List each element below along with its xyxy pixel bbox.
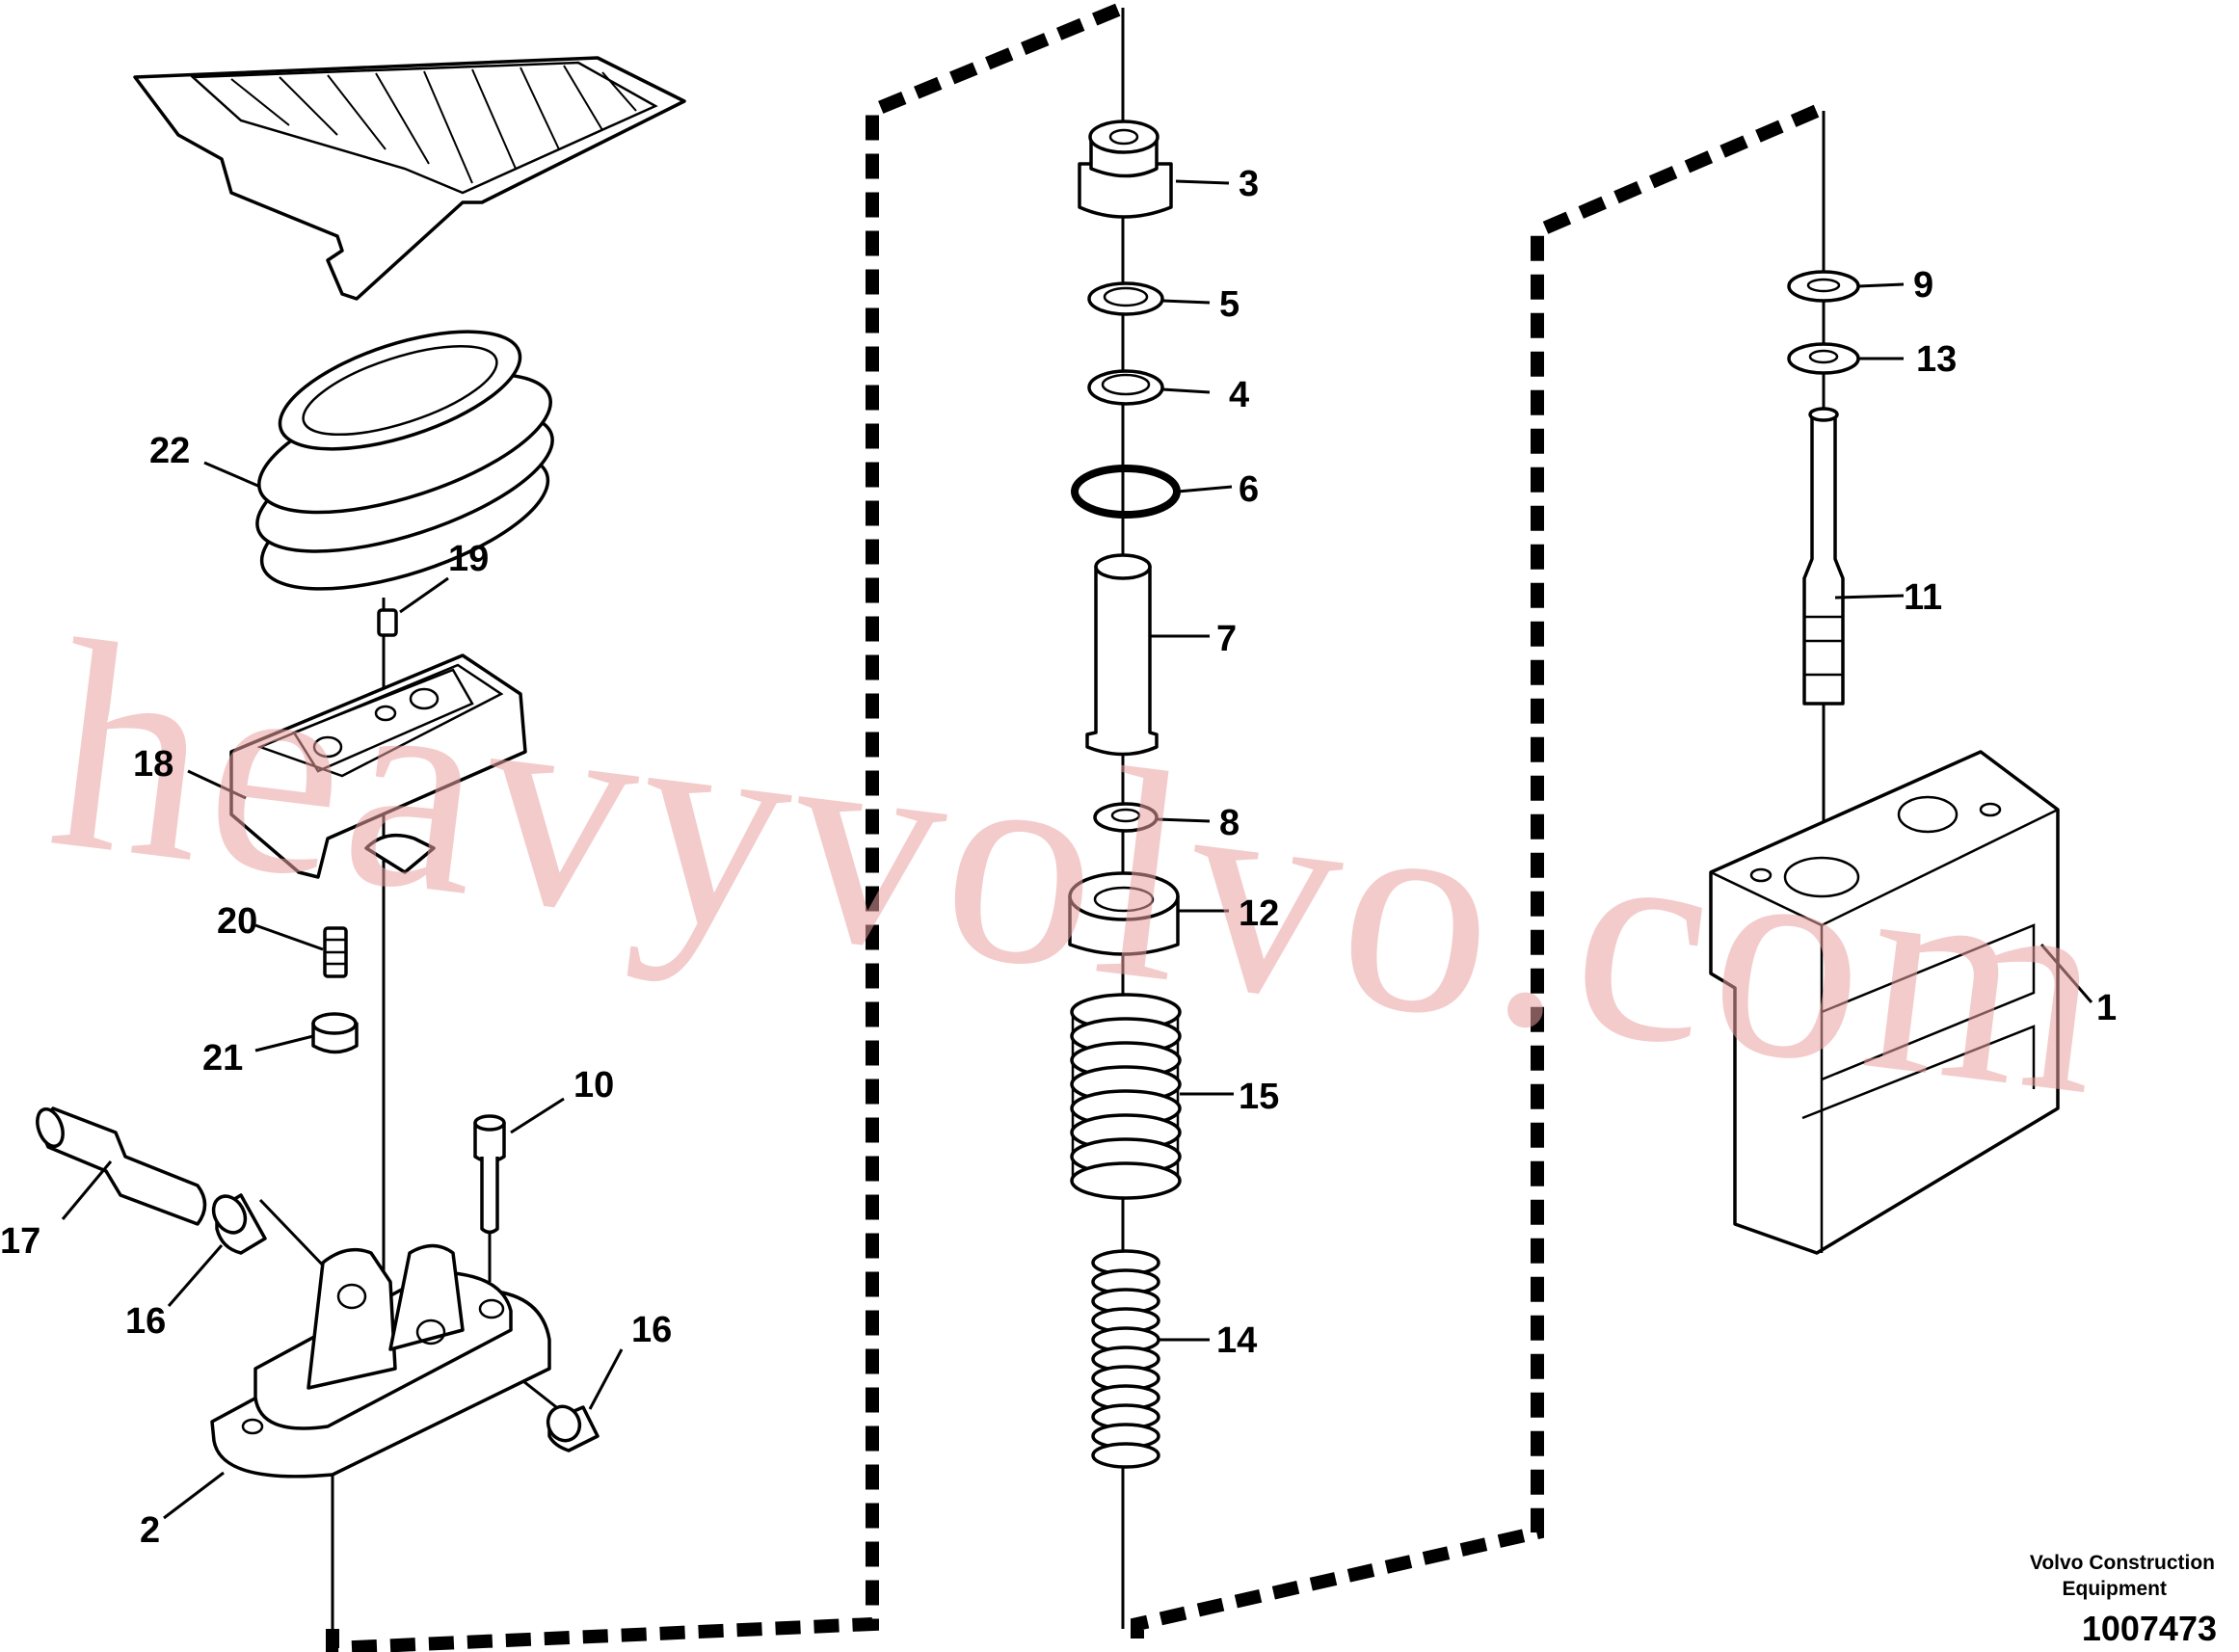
part-label-16-right: 16: [631, 1310, 672, 1350]
part-label-16-left: 16: [125, 1301, 166, 1342]
part-label-12: 12: [1239, 893, 1279, 934]
part-label-4: 4: [1229, 375, 1249, 415]
cap-screw-10: [473, 1114, 506, 1235]
part-label-11: 11: [1904, 577, 1942, 618]
brand-line-1: Volvo Construction: [2030, 1552, 2215, 1574]
bushing-16-right: [546, 1404, 600, 1452]
spring-seat-12: [1068, 871, 1180, 956]
inner-spring-14: [1091, 1249, 1160, 1469]
bellows-boot-22: [255, 330, 554, 591]
dashed-group-boundary: [326, 1, 1820, 1652]
part-label-3: 3: [1239, 164, 1259, 204]
o-ring-6: [1071, 465, 1181, 519]
top-cap: [1078, 120, 1173, 219]
washer-8: [1093, 802, 1159, 833]
push-rod-11: [1802, 407, 1845, 706]
part-label-5: 5: [1219, 284, 1239, 325]
set-screw-20: [323, 926, 348, 978]
brand-line-2: Equipment: [2063, 1578, 2168, 1600]
outer-spring-15: [1070, 993, 1182, 1200]
set-screw-19: [377, 608, 398, 637]
part-label-8: 8: [1219, 803, 1239, 843]
washer-5: [1087, 281, 1164, 316]
pin-17: [36, 1106, 207, 1226]
part-label-18: 18: [133, 744, 173, 785]
nut-21: [311, 1012, 359, 1054]
part-label-14: 14: [1216, 1320, 1257, 1361]
part-label-22: 22: [149, 431, 190, 471]
part-label-21: 21: [202, 1038, 243, 1079]
part-label-15: 15: [1239, 1077, 1279, 1117]
part-label-19: 19: [448, 539, 489, 579]
part-label-2: 2: [140, 1510, 160, 1551]
ring-4: [1087, 369, 1164, 406]
leader-lines: [61, 179, 2093, 1520]
part-labels: 1 2 3 4 5 6 7 8 9 10 11 12 13 14 15 16 1…: [0, 164, 2117, 1551]
part-label-9: 9: [1913, 265, 1933, 306]
part-label-7: 7: [1216, 619, 1237, 659]
foot-pedal: [133, 56, 686, 301]
bushing-16-left: [211, 1193, 267, 1255]
part-label-1: 1: [2096, 988, 2117, 1028]
part-label-13: 13: [1916, 339, 1957, 380]
title-block: Volvo Construction Equipment 1007473: [2030, 1552, 2217, 1648]
pedal-mount-18: [229, 653, 527, 879]
part-label-6: 6: [1239, 469, 1259, 510]
valve-housing-block: [1709, 750, 2060, 1255]
snap-ring-9: [1787, 270, 1860, 303]
document-number: 1007473: [2082, 1609, 2217, 1648]
base-plate-bracket: [210, 1243, 551, 1479]
part-label-20: 20: [217, 901, 257, 942]
part-label-10: 10: [573, 1065, 614, 1106]
spool-sleeve-7: [1085, 553, 1159, 757]
part-label-17: 17: [0, 1221, 40, 1262]
washer-13: [1787, 342, 1860, 375]
